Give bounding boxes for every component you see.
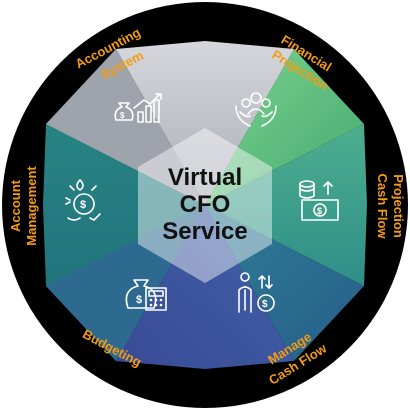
person-coin-arrows-icon: $ xyxy=(238,272,275,313)
svg-text:$: $ xyxy=(80,199,86,211)
segment-budgeting-extension xyxy=(46,205,205,361)
coins-banknote-arrow-icon: $ xyxy=(299,180,339,221)
segment-manage-cash-flow[interactable] xyxy=(205,205,364,361)
segment-budgeting[interactable] xyxy=(116,205,294,369)
segment-accounting-system-extension xyxy=(46,49,205,205)
svg-text:$: $ xyxy=(136,294,142,306)
money-bag-growth-chart-icon: $ xyxy=(114,93,162,123)
hands-holding-people-icon xyxy=(235,92,277,127)
label-account-2: Management xyxy=(24,166,39,246)
center-line-3: Service xyxy=(162,218,247,245)
center-line-2: CFO xyxy=(180,191,231,218)
svg-text:$: $ xyxy=(120,111,125,120)
money-bag-calculator-icon: $ xyxy=(125,279,167,311)
segment-cash-flow-projection[interactable] xyxy=(205,124,367,286)
segment-financial-projection[interactable] xyxy=(205,49,364,205)
center-title: Virtual CFO Service xyxy=(162,164,247,245)
segment-accounting-system[interactable] xyxy=(116,41,294,205)
center-hexagon xyxy=(138,128,272,283)
hexagon xyxy=(43,41,367,369)
person-dollar-cycle-icon: $ xyxy=(65,179,101,221)
center-line-1: Virtual xyxy=(168,164,242,191)
label-account-1: Account xyxy=(8,179,23,232)
svg-text:$: $ xyxy=(262,299,268,310)
label-cashflow-2: Projection xyxy=(391,174,406,238)
label-cashflow-1: Cash Flow xyxy=(375,173,390,239)
svg-text:$: $ xyxy=(317,206,322,216)
